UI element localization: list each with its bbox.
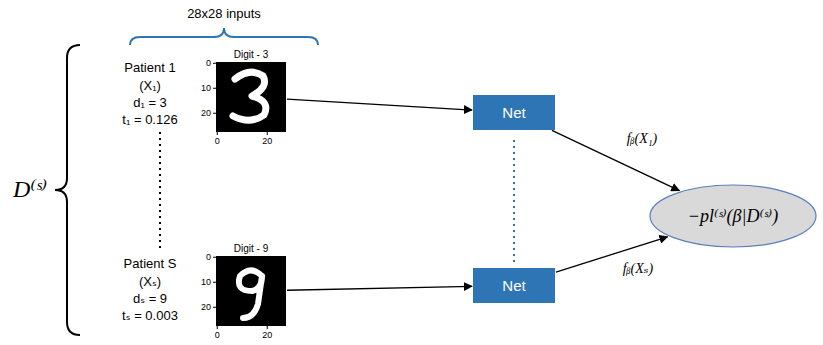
axis-ticks [213, 63, 267, 329]
tick-label: 0 [215, 330, 220, 340]
net-box: Net [473, 268, 555, 303]
edge-label: fᵦ(Xₛ) [620, 260, 656, 277]
edge-label: fᵦ(X₁) [624, 131, 661, 147]
ellipsis-line [159, 132, 161, 248]
input-bracket [130, 28, 318, 45]
dataset-brace [55, 45, 80, 335]
patient-digit: dₛ = 9 [133, 292, 167, 307]
patient-id: Patient 1 [124, 61, 175, 76]
image-title: Digit - 3 [234, 49, 268, 60]
node-label: Net [502, 104, 525, 121]
node-label: Net [502, 277, 525, 294]
node-label: −pl⁽ˢ⁾(β|D⁽ˢ⁾) [688, 205, 778, 227]
image-title: Digit - 9 [234, 243, 268, 254]
net-box: Net [473, 95, 555, 130]
ellipse-shape [650, 185, 816, 247]
patient-input: (Xₛ) [139, 275, 161, 290]
arrow-connector [287, 286, 472, 290]
digit-image-ground [216, 256, 286, 326]
tick-label: 20 [201, 302, 211, 312]
digit-image: Digit - 9 [216, 256, 286, 326]
tick-label: 10 [201, 83, 211, 93]
tick-label: 0 [206, 252, 211, 262]
ellipsis-line [513, 140, 515, 262]
tick-label: 10 [201, 277, 211, 287]
tick-label: 0 [206, 58, 211, 68]
tick-label: 0 [215, 136, 220, 146]
dataset-symbol: D⁽ˢ⁾ [13, 176, 47, 204]
loss-ellipse: −pl⁽ˢ⁾(β|D⁽ˢ⁾) [649, 184, 817, 248]
digit-stroke [239, 271, 262, 319]
dimension-label: 28x28 inputs [187, 7, 261, 22]
digit-image-ground [216, 62, 286, 132]
patient-time: tₛ = 0.003 [122, 309, 178, 324]
arrow-connector [287, 99, 472, 110]
patient-time: t₁ = 0.126 [122, 113, 177, 128]
tick-label: 20 [262, 330, 272, 340]
patient-input: (X₁) [139, 79, 161, 94]
tick-label: 20 [262, 136, 272, 146]
arrow-connector [552, 130, 679, 190]
patient-id: Patient S [124, 257, 177, 272]
tick-label: 20 [201, 108, 211, 118]
digit-image: Digit - 3 [216, 62, 286, 132]
patient-digit: d₁ = 3 [133, 96, 167, 111]
digit-stroke [233, 72, 266, 120]
